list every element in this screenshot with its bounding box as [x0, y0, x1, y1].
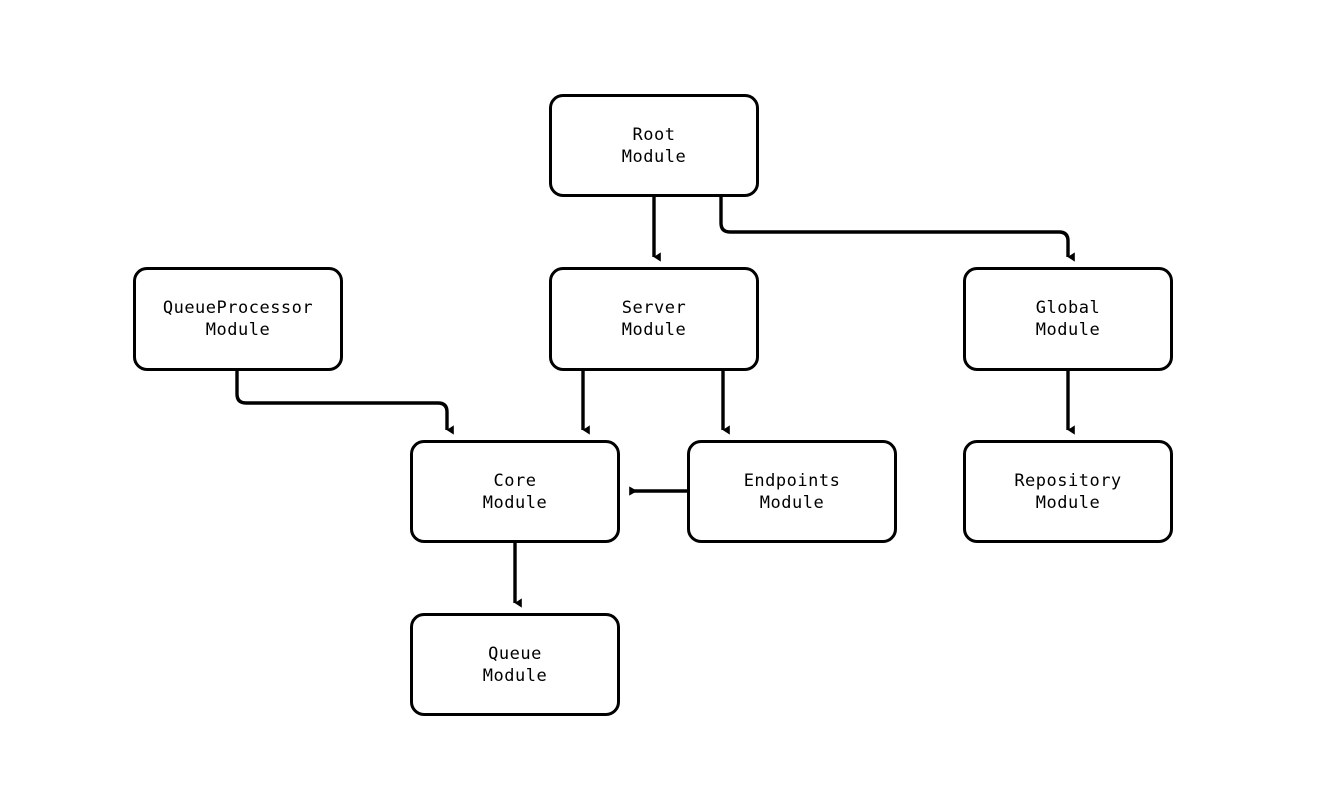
node-root-label-line1: Root — [632, 124, 676, 145]
node-queueprocessor-label-line2: Module — [205, 320, 271, 340]
node-global[interactable]: Global Module — [963, 267, 1173, 371]
node-queueprocessor[interactable]: QueueProcessor Module — [133, 267, 343, 371]
node-repository-label-line1: Repository — [1014, 470, 1122, 491]
node-repository[interactable]: Repository Module — [963, 440, 1173, 543]
node-core[interactable]: Core Module — [410, 440, 620, 543]
node-server-label-line2: Module — [621, 320, 687, 340]
node-root[interactable]: Root Module — [549, 94, 759, 197]
node-server-label-line1: Server — [621, 298, 687, 318]
node-repository-label-line2: Module — [1035, 492, 1101, 513]
node-queueprocessor-label-line1: QueueProcessor — [162, 298, 314, 318]
node-queue-label-line2: Module — [482, 665, 548, 686]
node-endpoints[interactable]: Endpoints Module — [687, 440, 897, 543]
node-queue-label-line1: Queue — [488, 643, 542, 664]
edge-root-to-global — [719, 197, 1075, 262]
node-global-label-line1: Global — [1035, 298, 1101, 318]
node-core-label-line1: Core — [493, 470, 537, 491]
edge-queueprocessor-to-core — [235, 371, 454, 435]
node-queue[interactable]: Queue Module — [410, 613, 620, 716]
node-global-label-line2: Module — [1035, 320, 1101, 340]
node-server[interactable]: Server Module — [549, 267, 759, 371]
node-root-label-line2: Module — [621, 146, 687, 167]
node-endpoints-label-line1: Endpoints — [743, 470, 841, 491]
node-core-label-line2: Module — [482, 492, 548, 513]
node-endpoints-label-line2: Module — [759, 492, 825, 513]
